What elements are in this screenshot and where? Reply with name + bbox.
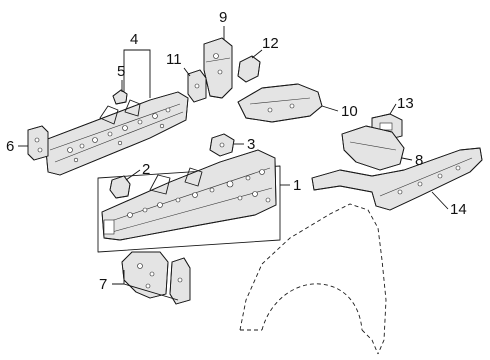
callout-5: 5 (117, 63, 125, 80)
part-lower-brackets-7 (121, 251, 191, 305)
callout-3: 3 (247, 136, 255, 153)
callout-8: 8 (415, 152, 423, 169)
part-panel-10 (237, 83, 323, 123)
part-bracket-3 (209, 133, 235, 157)
part-fender-outline (239, 203, 387, 355)
callout-14: 14 (450, 201, 467, 218)
callout-4: 4 (130, 31, 138, 48)
callout-9: 9 (219, 9, 227, 26)
callout-2: 2 (142, 161, 150, 178)
callout-13: 13 (397, 95, 414, 112)
callout-10: 10 (341, 103, 358, 120)
part-upper-rail (44, 91, 189, 176)
part-small-clip (112, 89, 128, 105)
part-tall-bracket-9 (203, 37, 233, 99)
part-bracket-11 (187, 69, 207, 103)
part-lower-right-rail-14 (311, 147, 483, 211)
part-small-bracket-2 (109, 175, 131, 199)
callout-1: 1 (293, 177, 301, 194)
part-end-bracket (27, 125, 49, 161)
callout-labels: 4 5 6 9 11 12 10 13 8 14 3 2 1 7 (6, 9, 467, 293)
callout-6: 6 (6, 138, 14, 155)
callout-12: 12 (262, 35, 279, 52)
part-apron-8 (341, 125, 405, 171)
part-lower-rail-assembly (97, 149, 281, 253)
leader-lines (18, 26, 449, 301)
callout-7: 7 (99, 276, 107, 293)
part-bracket-12 (237, 55, 261, 83)
callout-11: 11 (166, 51, 182, 68)
